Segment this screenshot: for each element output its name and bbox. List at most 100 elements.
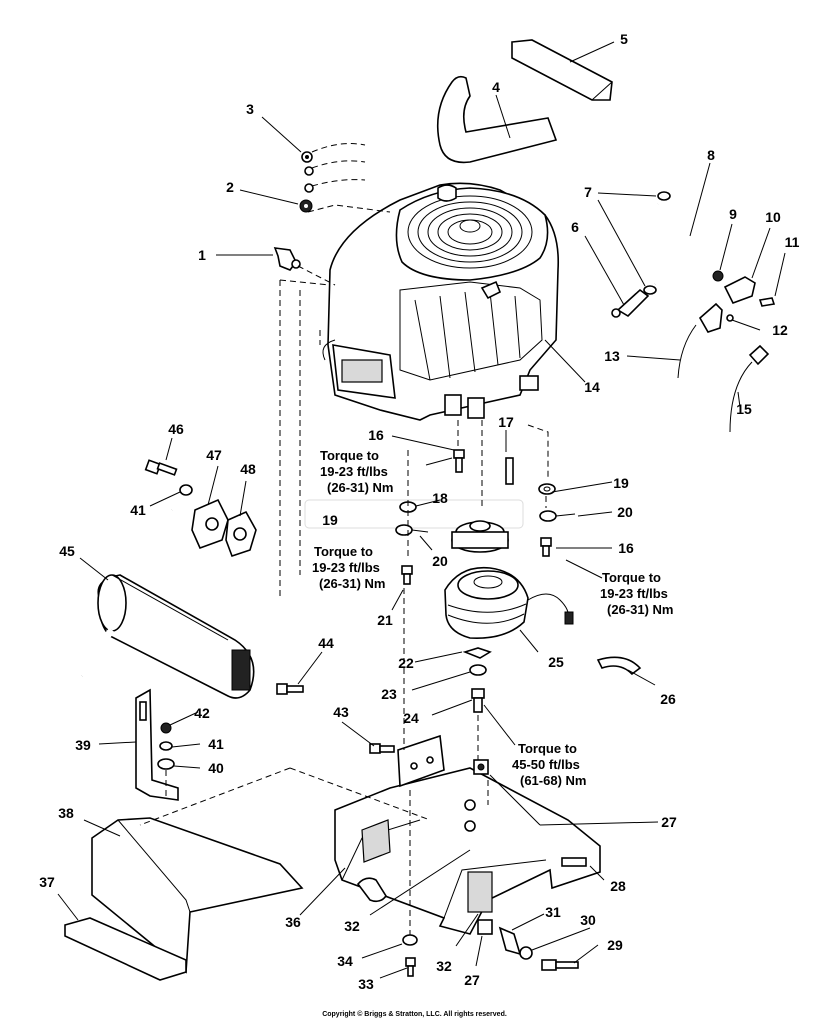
callout-16-top: 16 [368, 427, 384, 443]
bolt-33 [405, 957, 416, 977]
pulley [451, 520, 509, 553]
mount-plate-28 [334, 767, 601, 935]
callout-19-left: 19 [322, 512, 338, 528]
heat-shield-38 [91, 817, 304, 974]
assembly-lines [139, 204, 549, 935]
callout-labels: 1 2 3 4 5 6 7 8 9 10 11 12 13 14 15 16 1… [39, 31, 799, 992]
nut-3 [301, 151, 313, 163]
torque-line: 19-23 ft/lbs [312, 560, 380, 575]
torque-note-bolt-21: Torque to 19-23 ft/lbs (26-31) Nm [312, 544, 385, 591]
cable-boot-10 [723, 276, 756, 304]
callout-19-right: 19 [613, 475, 629, 491]
callout-25: 25 [548, 654, 564, 670]
nut-9 [712, 270, 724, 282]
callout-41-top: 41 [130, 502, 146, 518]
callout-32-right: 32 [436, 958, 452, 974]
washer-30 [519, 946, 533, 960]
torque-note-bolt-16-top: Torque to 19-23 ft/lbs (26-31) Nm [320, 448, 393, 495]
callout-47: 47 [206, 447, 222, 463]
callout-37: 37 [39, 874, 55, 890]
leader-lines [57, 41, 786, 979]
washer-41-top [179, 484, 193, 496]
callout-39: 39 [75, 737, 91, 753]
clutch-bracket-26 [596, 656, 642, 676]
callout-45: 45 [59, 543, 75, 559]
callout-48: 48 [240, 461, 256, 477]
washer-34 [402, 934, 418, 946]
callout-27-top: 27 [661, 814, 677, 830]
bolt-21 [401, 565, 413, 585]
callout-42: 42 [194, 705, 210, 721]
callout-6: 6 [571, 219, 579, 235]
callout-29: 29 [607, 937, 623, 953]
callout-44: 44 [318, 635, 334, 651]
torque-note-bolt-16-right: Torque to 19-23 ft/lbs (26-31) Nm [600, 570, 673, 617]
torque-note-bolt-24: Torque to 45-50 ft/lbs (61-68) Nm [512, 741, 586, 788]
watermark [304, 499, 524, 529]
callout-4: 4 [492, 79, 500, 95]
bolt-24 [471, 688, 485, 713]
key-17 [505, 457, 514, 485]
washer-40 [157, 758, 175, 770]
callout-26: 26 [660, 691, 676, 707]
bolt-44 [276, 683, 304, 695]
callout-8: 8 [707, 147, 715, 163]
callout-16-right: 16 [618, 540, 634, 556]
callout-38: 38 [58, 805, 74, 821]
ground-wires [304, 143, 366, 193]
insulation-pad-37 [64, 917, 187, 981]
callout-2: 2 [226, 179, 234, 195]
exhaust-pipe-and-gasket-47 [161, 498, 296, 640]
torque-line: (61-68) Nm [520, 773, 586, 788]
bolt-46 [144, 459, 178, 476]
torque-line: 45-50 ft/lbs [512, 757, 580, 772]
callout-12: 12 [772, 322, 788, 338]
callout-11: 11 [785, 234, 800, 250]
fuel-shutoff-6 [611, 288, 650, 318]
gasket-48 [225, 510, 257, 558]
engine-assembly [322, 182, 560, 421]
callout-13: 13 [604, 348, 620, 364]
spacer-20-right [539, 510, 576, 522]
screw-11 [758, 297, 776, 307]
torque-line: (26-31) Nm [319, 576, 385, 591]
clip-nut-27-bottom [477, 919, 493, 935]
torque-line: (26-31) Nm [607, 602, 673, 617]
callout-40: 40 [208, 760, 224, 776]
torque-line: 19-23 ft/lbs [320, 464, 388, 479]
callout-1: 1 [198, 247, 206, 263]
callout-21: 21 [377, 612, 393, 628]
callout-20-right: 20 [617, 504, 633, 520]
bolt-16-right [540, 537, 552, 557]
washer-22 [462, 647, 492, 659]
callout-7: 7 [584, 184, 592, 200]
choke-cable-15 [729, 344, 770, 433]
fuel-line-8 [619, 202, 693, 286]
torque-line: Torque to [320, 448, 379, 463]
callout-36: 36 [285, 914, 301, 930]
torque-line: Torque to [518, 741, 577, 756]
lock-washer-23 [469, 664, 487, 676]
spacer-31 [498, 926, 522, 956]
hose-clamps-7 [643, 191, 671, 295]
muffler-45 [78, 574, 255, 699]
fuel-fitting-1 [273, 247, 301, 271]
torque-line: (26-31) Nm [327, 480, 393, 495]
callout-17: 17 [498, 414, 514, 430]
callout-14: 14 [584, 379, 600, 395]
washer-19-right [538, 483, 556, 495]
callout-32-left: 32 [344, 918, 360, 934]
callout-23: 23 [381, 686, 397, 702]
throttle-cable-13 [677, 324, 697, 379]
bolt-16-top [453, 449, 465, 473]
bolt-29 [541, 959, 579, 971]
throttle-bracket-12 [698, 302, 734, 333]
clip-nut-27-top [473, 759, 489, 775]
torque-line: Torque to [602, 570, 661, 585]
callout-43: 43 [333, 704, 349, 720]
star-washer-2 [299, 199, 313, 213]
callout-33: 33 [358, 976, 374, 992]
callout-27-bottom: 27 [464, 972, 480, 988]
callout-10: 10 [765, 209, 781, 225]
